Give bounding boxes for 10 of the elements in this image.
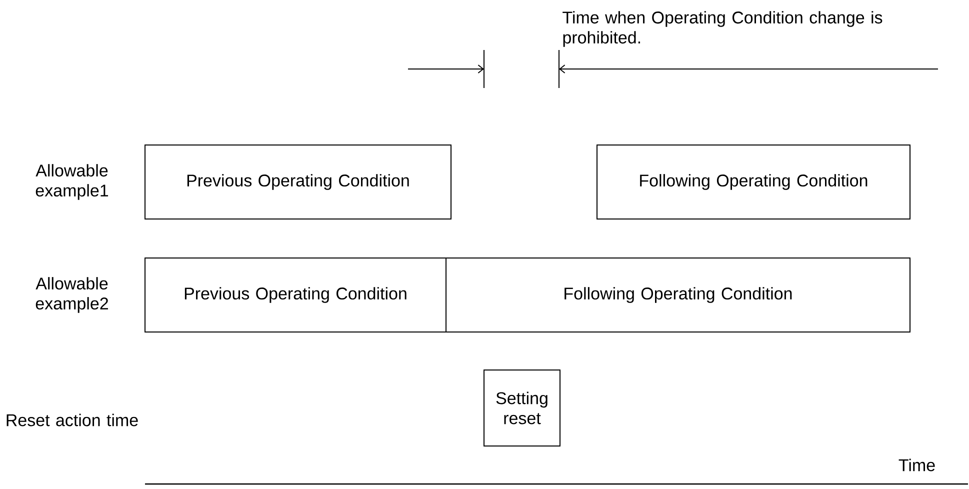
condition-box: Setting reset <box>484 370 560 446</box>
condition-box: Following Operating Condition <box>596 144 910 220</box>
label: Time when Operating Condition change is prohibited. <box>562 11 882 47</box>
label: Allowable example1 <box>36 164 108 200</box>
condition-box: Following Operating Condition <box>446 258 910 332</box>
condition-box: Previous Operating Condition <box>144 258 446 332</box>
label: Time <box>898 458 935 472</box>
label: Allowable example2 <box>36 277 108 313</box>
label: Reset action time <box>6 414 138 426</box>
condition-box: Previous Operating Condition <box>144 144 452 220</box>
